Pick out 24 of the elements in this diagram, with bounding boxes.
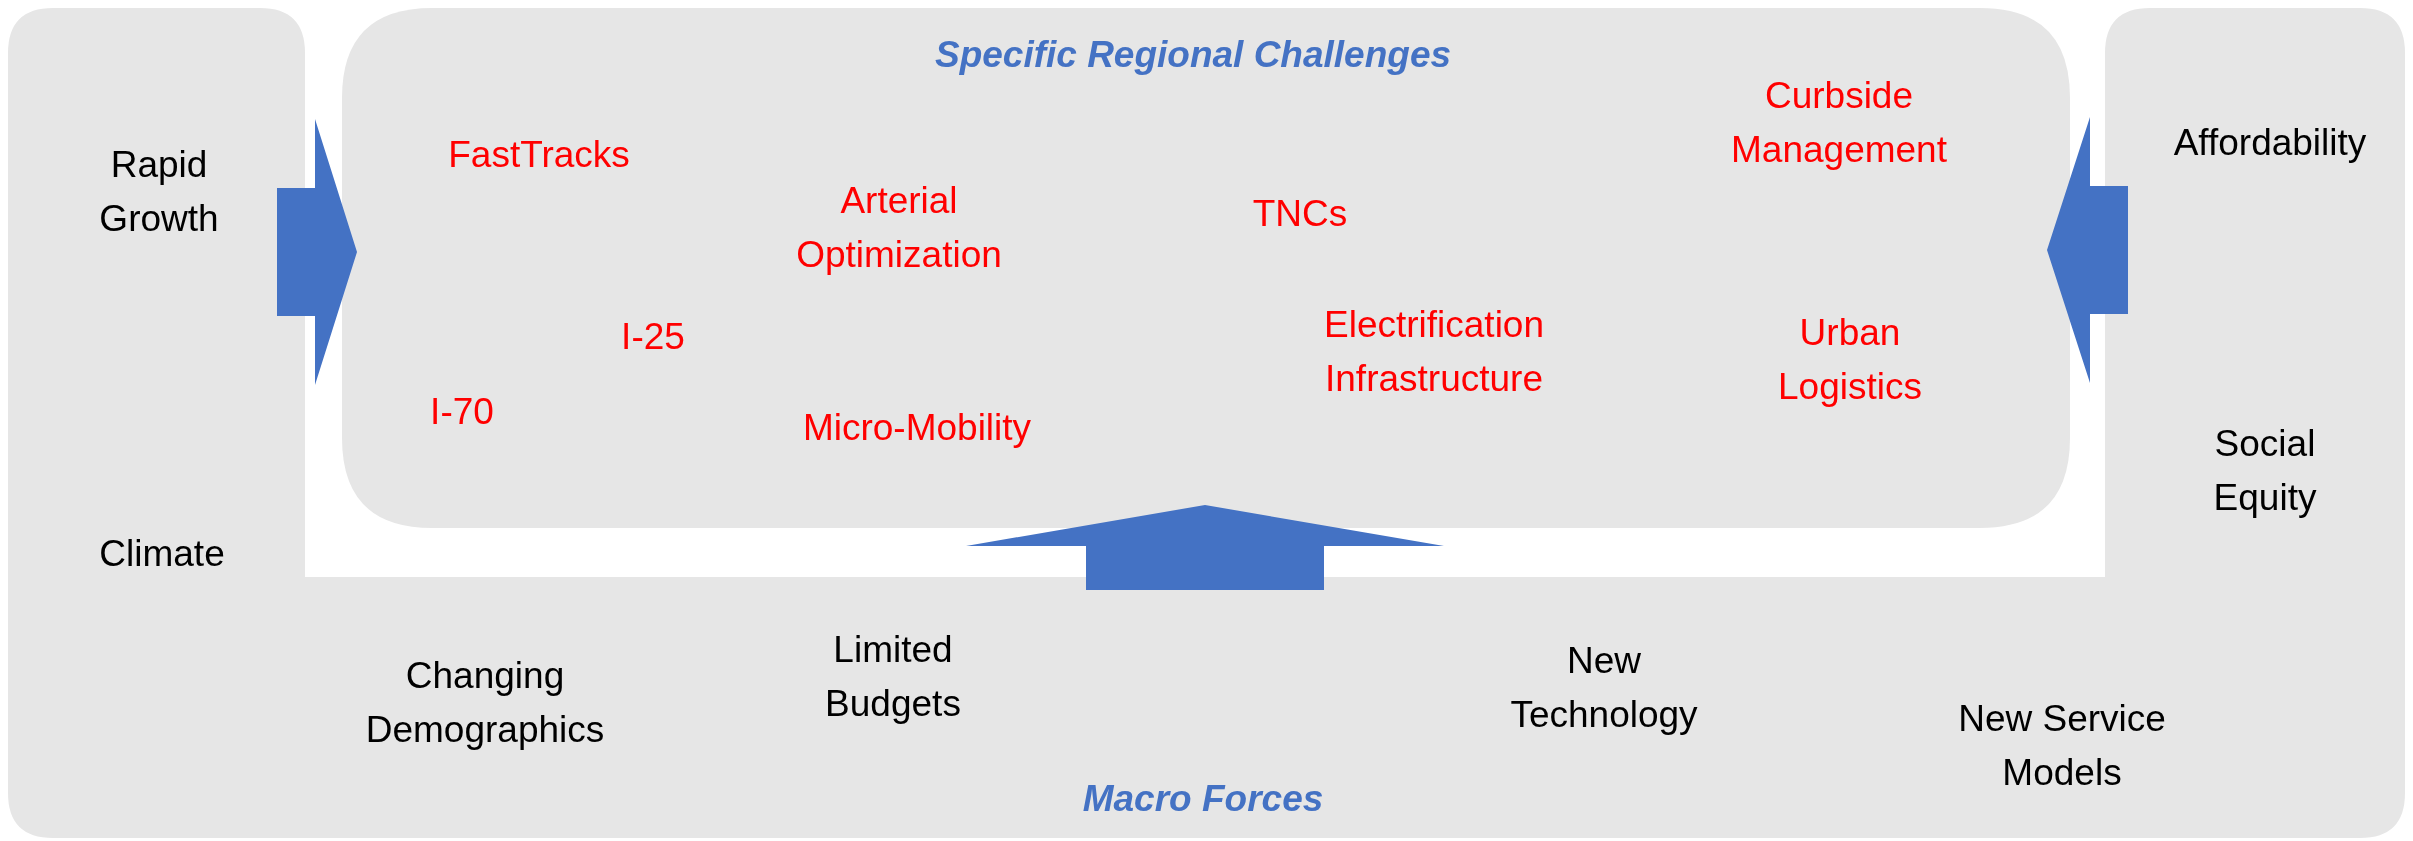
block-arrow <box>2047 117 2128 383</box>
text-label: New Service Models <box>1957 697 2167 795</box>
text-label: Social Equity <box>2212 422 2318 520</box>
text-label: Changing Demographics <box>364 654 606 752</box>
text-label: Arterial Optimization <box>795 179 1003 277</box>
text-label: Curbside Management <box>1730 74 1948 172</box>
text-label: Climate <box>99 532 225 577</box>
text-label: Electrification Infrastructure <box>1323 303 1545 401</box>
text-label: Limited Budgets <box>824 628 962 726</box>
text-label: FastTracks <box>448 133 630 178</box>
text-label: TNCs <box>1252 192 1348 237</box>
text-label: Affordability <box>2173 121 2367 166</box>
panel-heading: Specific Regional Challenges <box>934 33 1452 78</box>
text-label: Micro-Mobility <box>802 406 1032 451</box>
block-arrow <box>277 119 357 385</box>
text-label: Rapid Growth <box>98 143 220 241</box>
text-label: I-25 <box>621 315 685 360</box>
text-label: Urban Logistics <box>1777 311 1923 409</box>
text-label: New Technology <box>1509 639 1699 737</box>
text-label: I-70 <box>430 390 494 435</box>
panel-heading: Macro Forces <box>1082 777 1324 822</box>
block-arrow <box>966 505 1444 590</box>
u-shaped-panel <box>8 8 2405 838</box>
rounded-panel <box>342 8 2070 528</box>
